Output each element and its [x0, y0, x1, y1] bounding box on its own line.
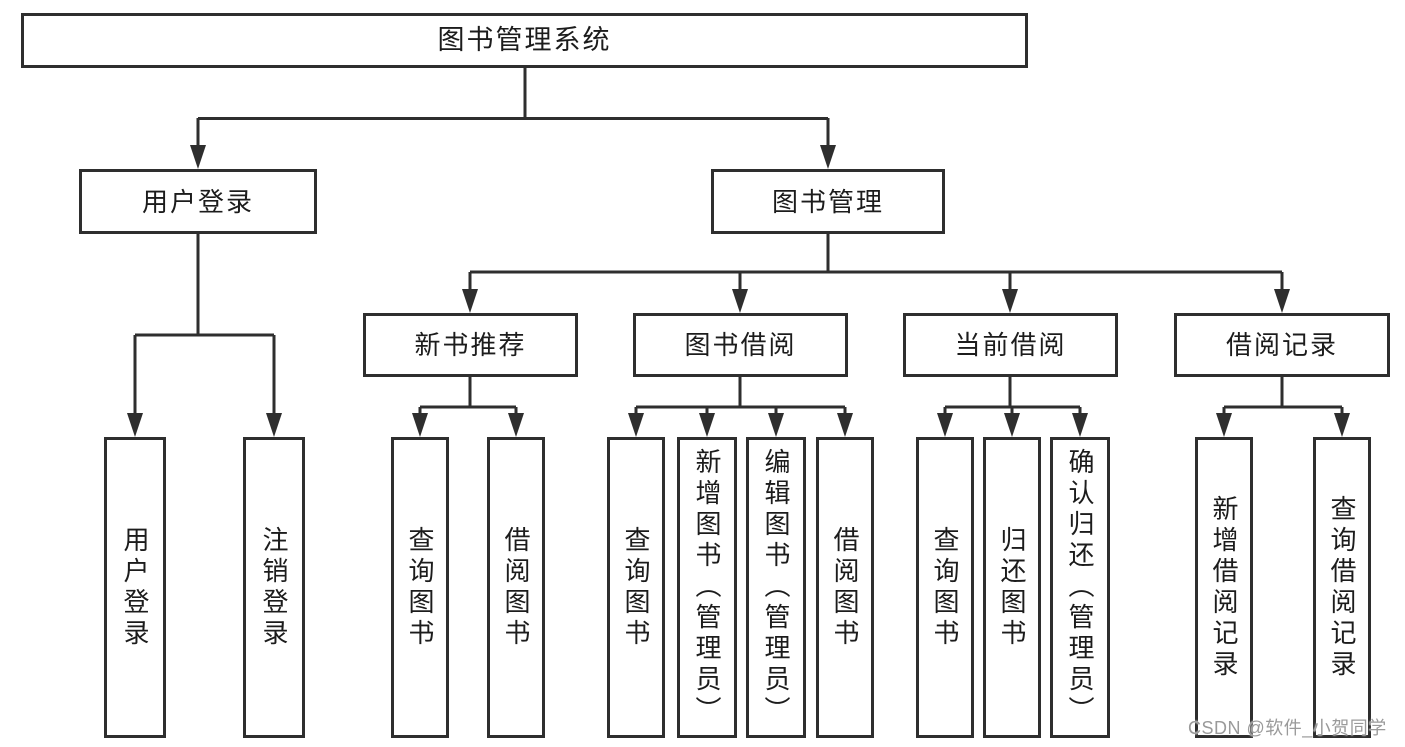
- leaf-borrow-book-recommend: 借阅图书: [487, 437, 545, 738]
- arrow-down-icon: [1216, 413, 1232, 437]
- connector-book-borrow: [634, 377, 847, 416]
- leaf-logout: 注销登录: [243, 437, 305, 738]
- leaf-add-book-admin: 新增图书（管理员）: [677, 437, 737, 738]
- arrow-down-icon: [1002, 289, 1018, 313]
- leaf-return-book: 归还图书: [983, 437, 1041, 738]
- arrow-down-icon: [127, 413, 143, 437]
- connector-new-book-recommend: [418, 377, 518, 416]
- leaf-query-book-recommend: 查询图书: [391, 437, 449, 738]
- connector-current-borrow: [943, 377, 1082, 416]
- arrow-down-icon: [1334, 413, 1350, 437]
- node-root: 图书管理系统: [21, 13, 1028, 68]
- arrow-down-icon: [768, 413, 784, 437]
- arrow-down-icon: [628, 413, 644, 437]
- arrow-down-icon: [508, 413, 524, 437]
- leaf-user-login: 用户登录: [104, 437, 166, 738]
- arrow-down-icon: [1274, 289, 1290, 313]
- arrow-down-icon: [412, 413, 428, 437]
- connector-book-mgmt: [468, 234, 1284, 291]
- node-current-borrow: 当前借阅: [903, 313, 1118, 377]
- node-book-mgmt: 图书管理: [711, 169, 945, 234]
- arrow-down-icon: [820, 145, 836, 169]
- connector-borrow-record: [1222, 377, 1344, 416]
- arrow-down-icon: [1072, 413, 1088, 437]
- watermark: CSDN @软件_小贺同学: [1188, 718, 1387, 738]
- leaf-query-borrow-record: 查询借阅记录: [1313, 437, 1371, 738]
- connector-user-login: [133, 234, 276, 416]
- leaf-borrow-book: 借阅图书: [816, 437, 874, 738]
- arrow-down-icon: [190, 145, 206, 169]
- leaf-query-book-borrow: 查询图书: [607, 437, 665, 738]
- node-borrow-record: 借阅记录: [1174, 313, 1390, 377]
- node-new-book-recommend: 新书推荐: [363, 313, 578, 377]
- arrow-down-icon: [937, 413, 953, 437]
- arrow-down-icon: [732, 289, 748, 313]
- arrow-down-icon: [266, 413, 282, 437]
- node-user-login: 用户登录: [79, 169, 317, 234]
- leaf-confirm-return-admin: 确认归还（管理员）: [1050, 437, 1110, 738]
- leaf-query-book-current: 查询图书: [916, 437, 974, 738]
- leaf-add-borrow-record: 新增借阅记录: [1195, 437, 1253, 738]
- arrow-down-icon: [699, 413, 715, 437]
- node-book-borrow: 图书借阅: [633, 313, 848, 377]
- connector-root: [196, 68, 830, 147]
- leaf-edit-book-admin: 编辑图书（管理员）: [746, 437, 806, 738]
- arrow-down-icon: [462, 289, 478, 313]
- arrow-down-icon: [837, 413, 853, 437]
- arrow-down-icon: [1004, 413, 1020, 437]
